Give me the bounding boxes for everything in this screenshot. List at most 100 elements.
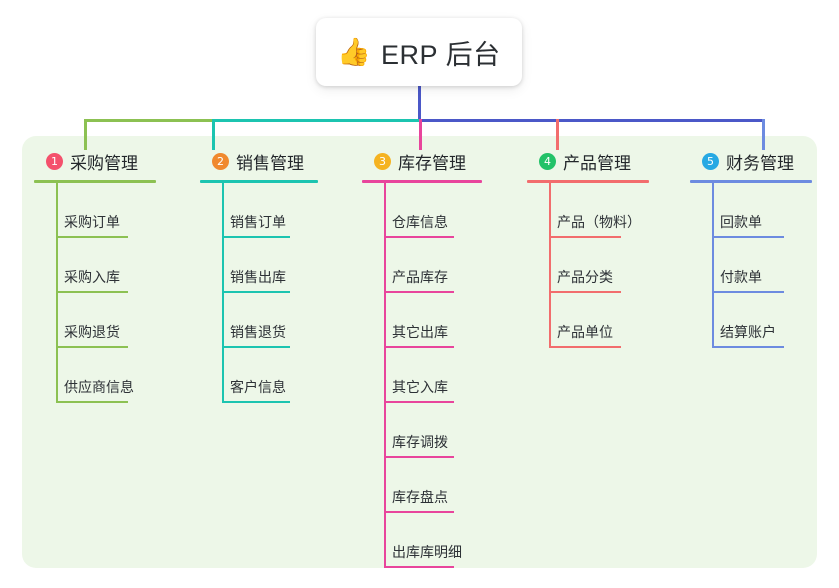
branch-rail — [384, 183, 386, 568]
branch-item-label: 采购退货 — [64, 324, 120, 340]
branch-item[interactable]: 采购订单 — [34, 183, 156, 238]
branch-item[interactable]: 销售退货 — [200, 293, 318, 348]
branch-item-rule — [384, 346, 454, 348]
branch-item[interactable]: 仓库信息 — [362, 183, 482, 238]
branch-item-rule — [56, 346, 128, 348]
connector-root-trunk — [418, 86, 421, 122]
branch-title: 产品管理 — [563, 153, 631, 173]
branch-item-label: 产品分类 — [557, 269, 613, 285]
branch-item-label: 出库库明细 — [392, 544, 462, 560]
branch-item-label: 结算账户 — [720, 324, 776, 340]
branch-title: 销售管理 — [236, 153, 304, 173]
connector-bus-segment-3 — [419, 119, 765, 122]
branch-item-list: 销售订单销售出库销售退货客户信息 — [200, 183, 318, 403]
branch-item-list: 产品（物料） 产品分类产品单位 — [527, 183, 649, 348]
branch-item-rule — [222, 291, 290, 293]
branch-title: 财务管理 — [726, 153, 794, 173]
branch-header-rule — [34, 180, 156, 183]
branch-rail — [712, 183, 714, 348]
branch-item-rule — [384, 236, 454, 238]
branch-item[interactable]: 其它入库 — [362, 348, 482, 403]
branch-rail — [56, 183, 58, 403]
branch-title: 采购管理 — [70, 153, 138, 173]
branch-item-rule — [549, 346, 621, 348]
connector-drop-5 — [762, 119, 765, 150]
branch-item[interactable]: 产品库存 — [362, 238, 482, 293]
branch-item[interactable]: 付款单 — [690, 238, 812, 293]
branch-header-rule — [200, 180, 318, 183]
branch-item-rule — [222, 236, 290, 238]
branch-item-list: 仓库信息产品库存其它出库其它入库库存调拨库存盘点出库库明细 — [362, 183, 482, 568]
root-node-content: 👍 ERP 后台 — [337, 33, 500, 72]
connector-drop-3 — [419, 119, 422, 150]
branch-item-label: 产品库存 — [392, 269, 448, 285]
branch-column-1: 1 采购管理采购订单采购入库采购退货供应商信息 — [34, 148, 156, 403]
branch-item-rule — [384, 456, 454, 458]
connector-drop-1 — [84, 119, 87, 150]
branch-item-label: 仓库信息 — [392, 214, 448, 230]
branch-item[interactable]: 供应商信息 — [34, 348, 156, 403]
branch-rail — [222, 183, 224, 403]
branch-item[interactable]: 采购退货 — [34, 293, 156, 348]
branch-item-label: 其它出库 — [392, 324, 448, 340]
branch-header-rule — [527, 180, 649, 183]
branch-rail — [549, 183, 551, 348]
branch-item-label: 库存调拨 — [392, 434, 448, 450]
branch-number-badge: 5 — [702, 152, 719, 170]
branch-item-rule — [384, 291, 454, 293]
branch-item[interactable]: 产品分类 — [527, 238, 649, 293]
branch-item-label: 销售订单 — [230, 214, 286, 230]
branch-item[interactable]: 结算账户 — [690, 293, 812, 348]
content-panel — [22, 136, 817, 568]
branch-item[interactable]: 销售订单 — [200, 183, 318, 238]
root-node[interactable]: 👍 ERP 后台 — [316, 18, 522, 86]
thumbs-up-icon: 👍 — [337, 36, 372, 67]
branch-header-rule — [362, 180, 482, 183]
branch-item-label: 付款单 — [720, 269, 762, 285]
branch-item-label: 产品单位 — [557, 324, 613, 340]
branch-item[interactable]: 产品单位 — [527, 293, 649, 348]
connector-bus-segment-1 — [84, 119, 214, 122]
branch-item-rule — [384, 566, 454, 568]
branch-item-rule — [384, 511, 454, 513]
branch-item[interactable]: 采购入库 — [34, 238, 156, 293]
branch-item[interactable]: 库存盘点 — [362, 458, 482, 513]
branch-item-rule — [549, 236, 621, 238]
branch-item[interactable]: 销售出库 — [200, 238, 318, 293]
branch-item[interactable]: 回款单 — [690, 183, 812, 238]
branch-item-rule — [712, 236, 784, 238]
branch-item-label: 采购入库 — [64, 269, 120, 285]
branch-number-badge: 1 — [46, 152, 63, 170]
branch-item-list: 采购订单采购入库采购退货供应商信息 — [34, 183, 156, 403]
connector-drop-4 — [556, 119, 559, 150]
connector-bus-segment-2 — [212, 119, 421, 122]
root-title: ERP 后台 — [381, 39, 501, 70]
connector-drop-2 — [212, 119, 215, 150]
branch-item[interactable]: 客户信息 — [200, 348, 318, 403]
branch-item-rule — [56, 236, 128, 238]
branch-item-rule — [384, 401, 454, 403]
branch-item-label: 客户信息 — [230, 379, 286, 395]
branch-item-label: 销售退货 — [230, 324, 286, 340]
branch-item-rule — [56, 291, 128, 293]
branch-header-2[interactable]: 2 销售管理 — [200, 148, 318, 174]
branch-header-rule — [690, 180, 812, 183]
branch-item-rule — [222, 401, 290, 403]
branch-header-5[interactable]: 5 财务管理 — [690, 148, 812, 174]
branch-number-badge: 2 — [212, 152, 229, 170]
branch-item[interactable]: 其它出库 — [362, 293, 482, 348]
branch-item-label: 库存盘点 — [392, 489, 448, 505]
branch-item-rule — [549, 291, 621, 293]
branch-item[interactable]: 出库库明细 — [362, 513, 482, 568]
branch-item[interactable]: 库存调拨 — [362, 403, 482, 458]
branch-item-label: 供应商信息 — [64, 379, 134, 395]
branch-column-2: 2 销售管理销售订单销售出库销售退货客户信息 — [200, 148, 318, 403]
branch-header-1[interactable]: 1 采购管理 — [34, 148, 156, 174]
branch-item[interactable]: 产品（物料） — [527, 183, 649, 238]
branch-item-label: 回款单 — [720, 214, 762, 230]
